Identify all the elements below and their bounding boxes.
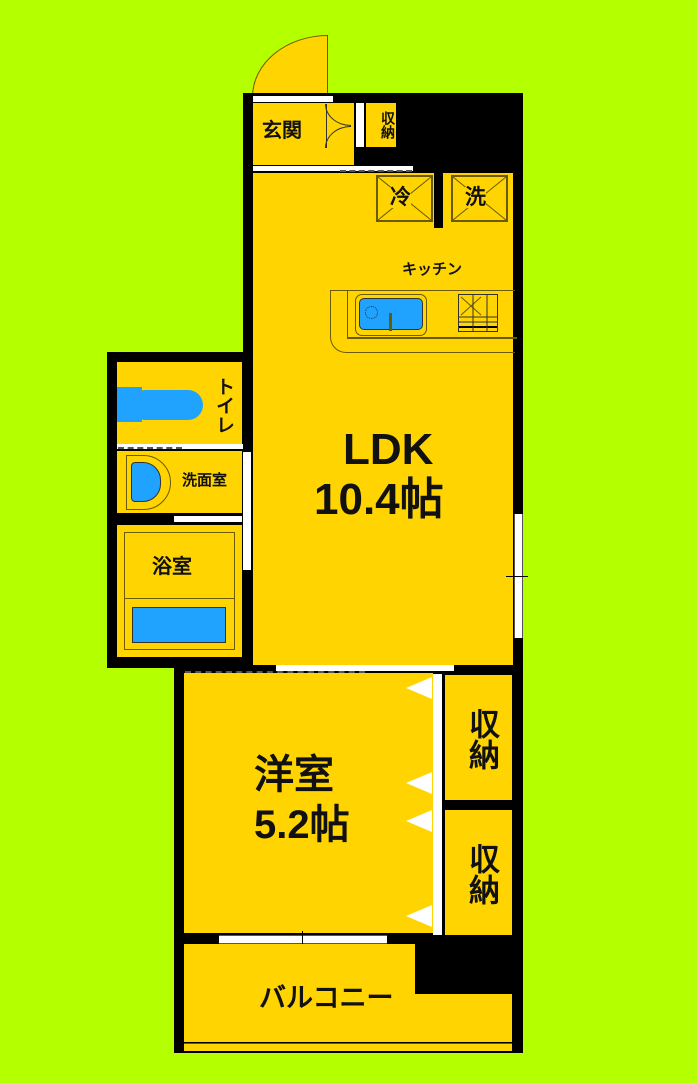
kitchen-sink[interactable] xyxy=(355,294,427,336)
closet-1-label: 収納 xyxy=(463,708,499,770)
western-room-door-dashed xyxy=(185,671,365,673)
balcony-edge xyxy=(184,1043,512,1051)
genkan-label: 玄関 xyxy=(262,118,302,142)
toilet-bowl-icon xyxy=(141,390,203,420)
western-room-door[interactable] xyxy=(276,665,454,671)
fridge-washer-divider xyxy=(434,173,443,228)
closet-door-track xyxy=(433,674,442,935)
balcony-east xyxy=(415,994,512,1042)
closet-door-icon[interactable] xyxy=(406,810,432,832)
window-mullion xyxy=(302,931,303,946)
bathroom-floor-outline xyxy=(124,532,235,650)
kitchen-label: キッチン xyxy=(402,260,463,278)
ldk-label: LDK xyxy=(343,425,434,474)
genkan-step-edge xyxy=(253,166,413,171)
washbasin-icon[interactable] xyxy=(126,455,171,510)
toilet-label: トイレ xyxy=(213,376,235,434)
bathtub-icon[interactable] xyxy=(124,598,235,650)
entrance-door-swing[interactable] xyxy=(252,35,328,97)
western-room-label: 洋室 xyxy=(254,752,334,798)
bathroom-label: 浴室 xyxy=(152,554,192,578)
toilet-door-dashed xyxy=(118,447,182,449)
stove-icon[interactable] xyxy=(458,294,498,332)
closet-2-label: 収納 xyxy=(463,843,499,905)
genkan-storage-label: 収納 xyxy=(379,111,395,139)
washer-label: 洗 xyxy=(465,185,486,209)
genkan-inner-door-icon[interactable] xyxy=(325,104,353,148)
ldk-size: 10.4帖 xyxy=(314,475,444,524)
balcony-window[interactable] xyxy=(219,935,387,944)
ldk-room xyxy=(253,173,513,665)
genkan-step-dashed xyxy=(340,170,412,172)
closet-door-icon[interactable] xyxy=(406,677,432,699)
toilet-door[interactable] xyxy=(117,444,243,449)
entrance-door-threshold xyxy=(253,96,333,102)
washer-space: 洗 xyxy=(451,175,508,222)
window-mullion xyxy=(506,576,528,577)
closet-door-icon[interactable] xyxy=(406,905,432,927)
balcony-label: バルコニー xyxy=(259,983,394,1014)
closet-1-room xyxy=(445,675,512,800)
washroom-door[interactable] xyxy=(174,516,242,522)
closet-door-icon[interactable] xyxy=(406,772,432,794)
closet-2-room xyxy=(445,810,512,935)
ldk-bath-sliding-door[interactable] xyxy=(243,452,251,570)
washroom-label: 洗面室 xyxy=(182,471,228,489)
genkan-storage-door[interactable] xyxy=(356,103,364,147)
western-room-size: 5.2帖 xyxy=(254,803,350,847)
genkan-storage-room xyxy=(366,103,396,147)
balcony xyxy=(184,944,415,1042)
fridge-space: 冷 xyxy=(376,175,433,222)
kitchen-counter xyxy=(330,290,517,353)
western-room xyxy=(184,673,433,933)
fridge-label: 冷 xyxy=(390,185,411,209)
toilet-tank-icon xyxy=(117,387,142,422)
